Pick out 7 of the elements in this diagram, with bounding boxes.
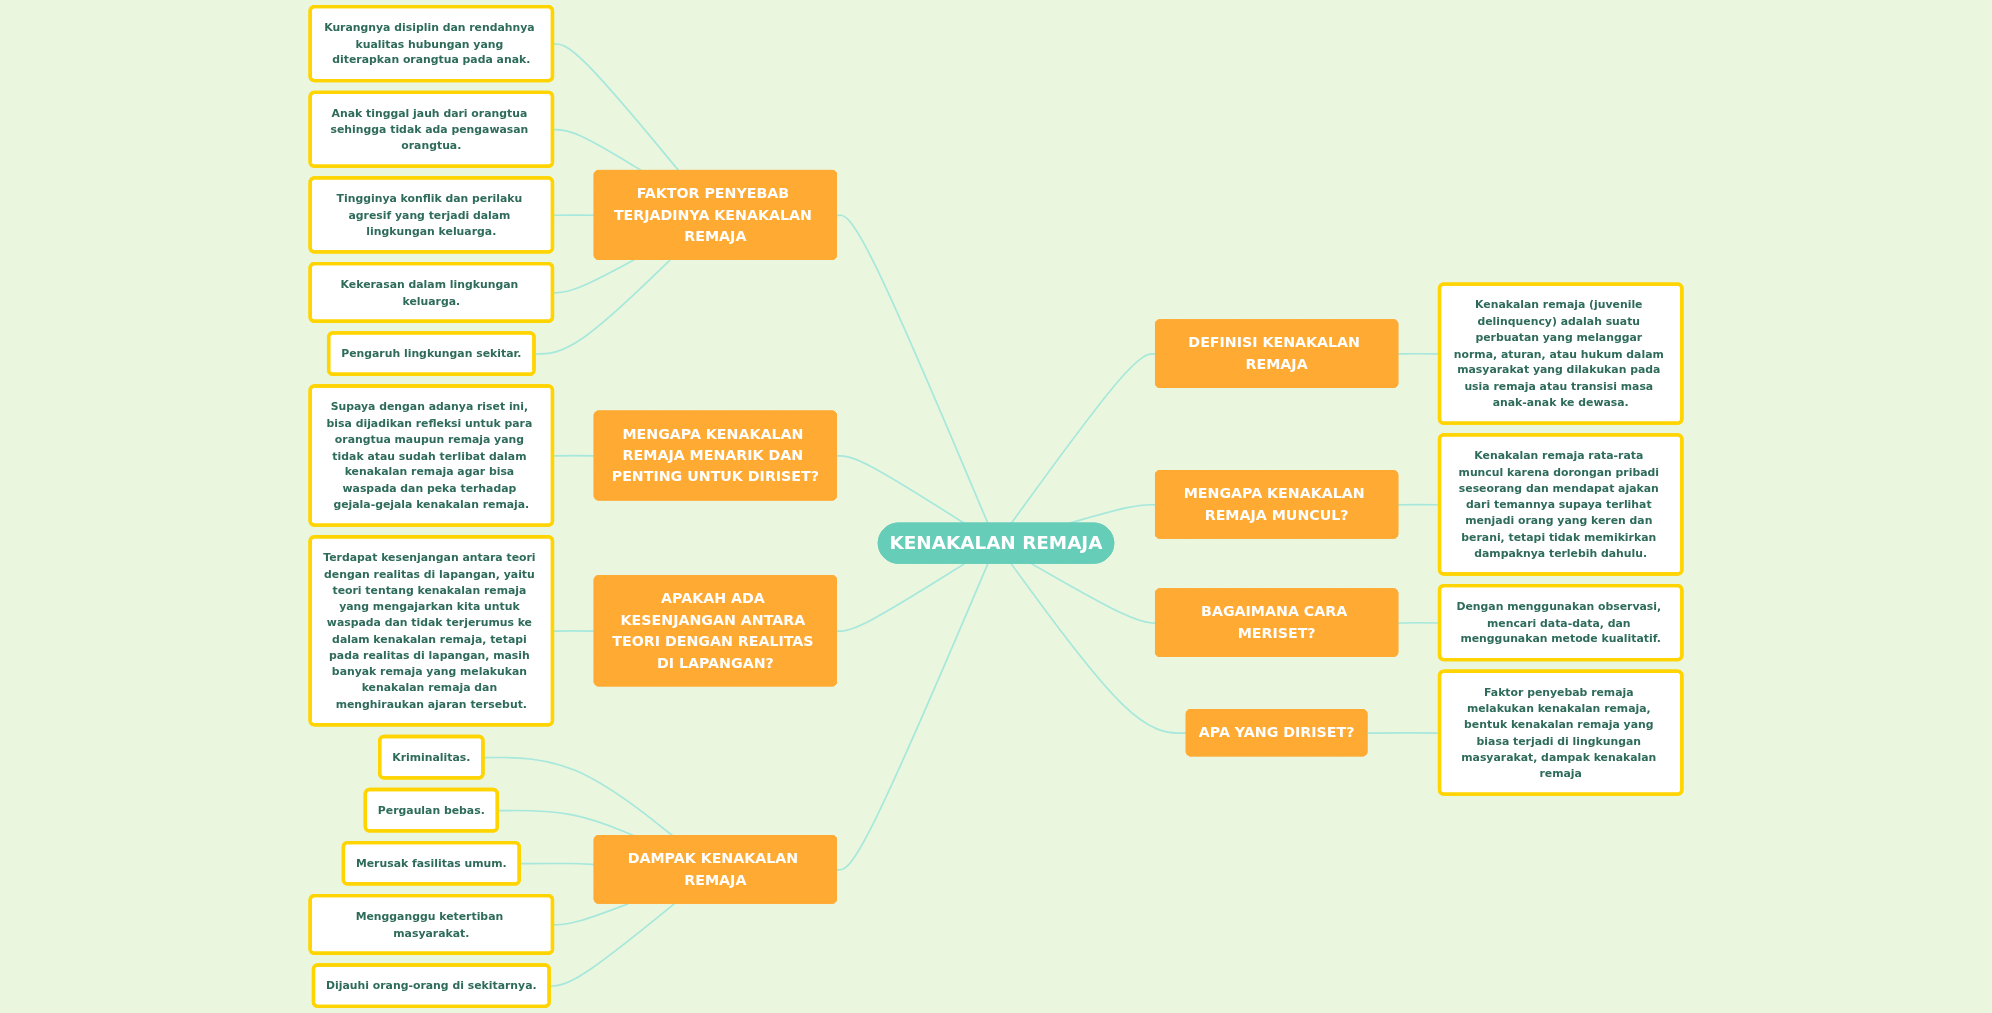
connector bbox=[836, 562, 989, 871]
connector bbox=[1010, 353, 1157, 525]
connector bbox=[1010, 562, 1188, 734]
connector bbox=[1030, 562, 1157, 624]
connector bbox=[836, 455, 966, 525]
connector bbox=[836, 562, 966, 633]
connector bbox=[836, 214, 989, 525]
